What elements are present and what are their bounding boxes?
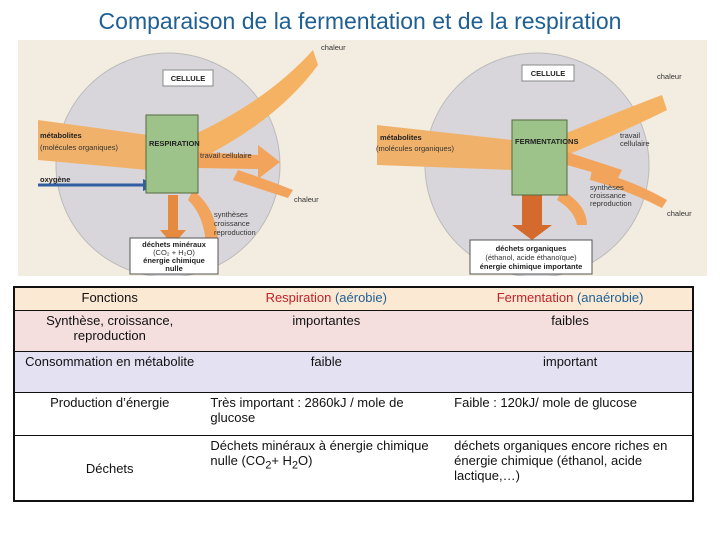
oxygen-label: oxygène [40,175,70,184]
metabolites-arrow [38,120,148,170]
respiration-diagram: CELLULE chaleur métabolites (molécules o… [18,40,363,276]
work-label: travail cellulaire [200,151,252,160]
waste-arrow [160,195,186,245]
cell-fermentation-consumption: important [448,351,693,393]
waste-line-3: énergie chimique importante [480,262,583,271]
synthesis-label: synthèses [214,210,248,219]
table-row: Production d’énergie Très important : 28… [14,392,693,436]
work-label-2: cellulaire [620,139,650,148]
metabolites-label: métabolites [40,131,82,140]
header-fermentation-main: Fermentation [496,290,574,305]
row-label-waste: Déchets [14,435,205,501]
cell-respiration-consumption: faible [204,351,449,393]
waste-line-1: déchets organiques [496,244,567,253]
heat-label-top: chaleur [321,43,346,52]
waste-arrow [512,190,552,240]
respiration-block [145,114,199,194]
heat-label-bottom: chaleur [294,195,319,204]
table-header-row: Fonctions Respiration (aérobie) Fermenta… [14,286,693,311]
waste-line-1: déchets minéraux [142,240,207,249]
heat-arrow-top [562,95,667,155]
metabolites-label: métabolites [380,133,422,142]
cell-fermentation-energy: Faible : 120kJ/ mole de glucose [448,392,693,436]
work-label-1: travail [620,131,640,140]
respiration-label: RESPIRATION [149,139,200,148]
cellule-label: CELLULE [531,69,566,78]
work-arrow [198,145,280,179]
cell-respiration-waste: Déchets minéraux à énergie chimique null… [204,435,449,501]
heat-arrow-bottom [233,170,293,198]
reproduction-label: reproduction [590,199,632,208]
fermentations-label: FERMENTATIONS [515,137,578,146]
growth-label: croissance [590,191,626,200]
header-respiration: Respiration (aérobie) [204,286,449,311]
fermentation-block [511,119,568,196]
molecules-label: (molécules organiques) [40,143,118,152]
page-title: Comparaison de la fermentation et de la … [98,8,622,34]
heat-arrow-bottom [590,170,667,208]
row-label-synthesis: Synthèse, croissance, reproduction [14,310,205,352]
cell-respiration-energy: Très important : 2860kJ / mole de glucos… [204,392,449,436]
table-row: Déchets Déchets minéraux à énergie chimi… [14,435,693,501]
growth-label: croissance [214,219,250,228]
waste-line-3: énergie chimique [143,256,205,265]
table-row: Consommation en métabolite faible import… [14,351,693,393]
heat-arrow-top [193,50,318,160]
reproduction-label: reproduction [214,228,256,237]
waste-line-2: (éthanol, acide éthanoïque) [485,253,577,262]
heat-label-top: chaleur [657,72,682,81]
molecules-label: (molécules organiques) [376,144,454,153]
fermentation-diagram: CELLULE chaleur métabolites (molécules o… [362,40,707,276]
metabolites-arrow [377,125,512,170]
work-arrow [567,152,622,180]
synthesis-arrow [188,190,218,245]
heat-label-bottom: chaleur [667,209,692,218]
header-fermentation: Fermentation (anaérobie) [448,286,693,311]
comparison-table: Fonctions Respiration (aérobie) Fermenta… [13,286,694,502]
table-row: Synthèse, croissance, reproduction impor… [14,310,693,352]
cell-respiration-synthesis: importantes [204,310,449,352]
row-label-consumption: Consommation en métabolite [14,351,205,393]
cellule-label: CELLULE [171,74,206,83]
header-respiration-sub: (aérobie) [334,290,387,305]
row-label-energy: Production d’énergie [14,392,205,436]
waste-line-4: nulle [165,264,183,273]
header-fermentation-sub: (anaérobie) [576,290,644,305]
cell-fermentation-waste: déchets organiques encore riches en éner… [448,435,693,501]
waste-line-2: (CO₂ + H₂O) [153,248,195,257]
header-functions: Fonctions [14,286,205,311]
synthesis-arrow [557,190,587,225]
header-respiration-main: Respiration [265,290,332,305]
synthesis-label: synthèses [590,183,624,192]
cell-fermentation-synthesis: faibles [448,310,693,352]
